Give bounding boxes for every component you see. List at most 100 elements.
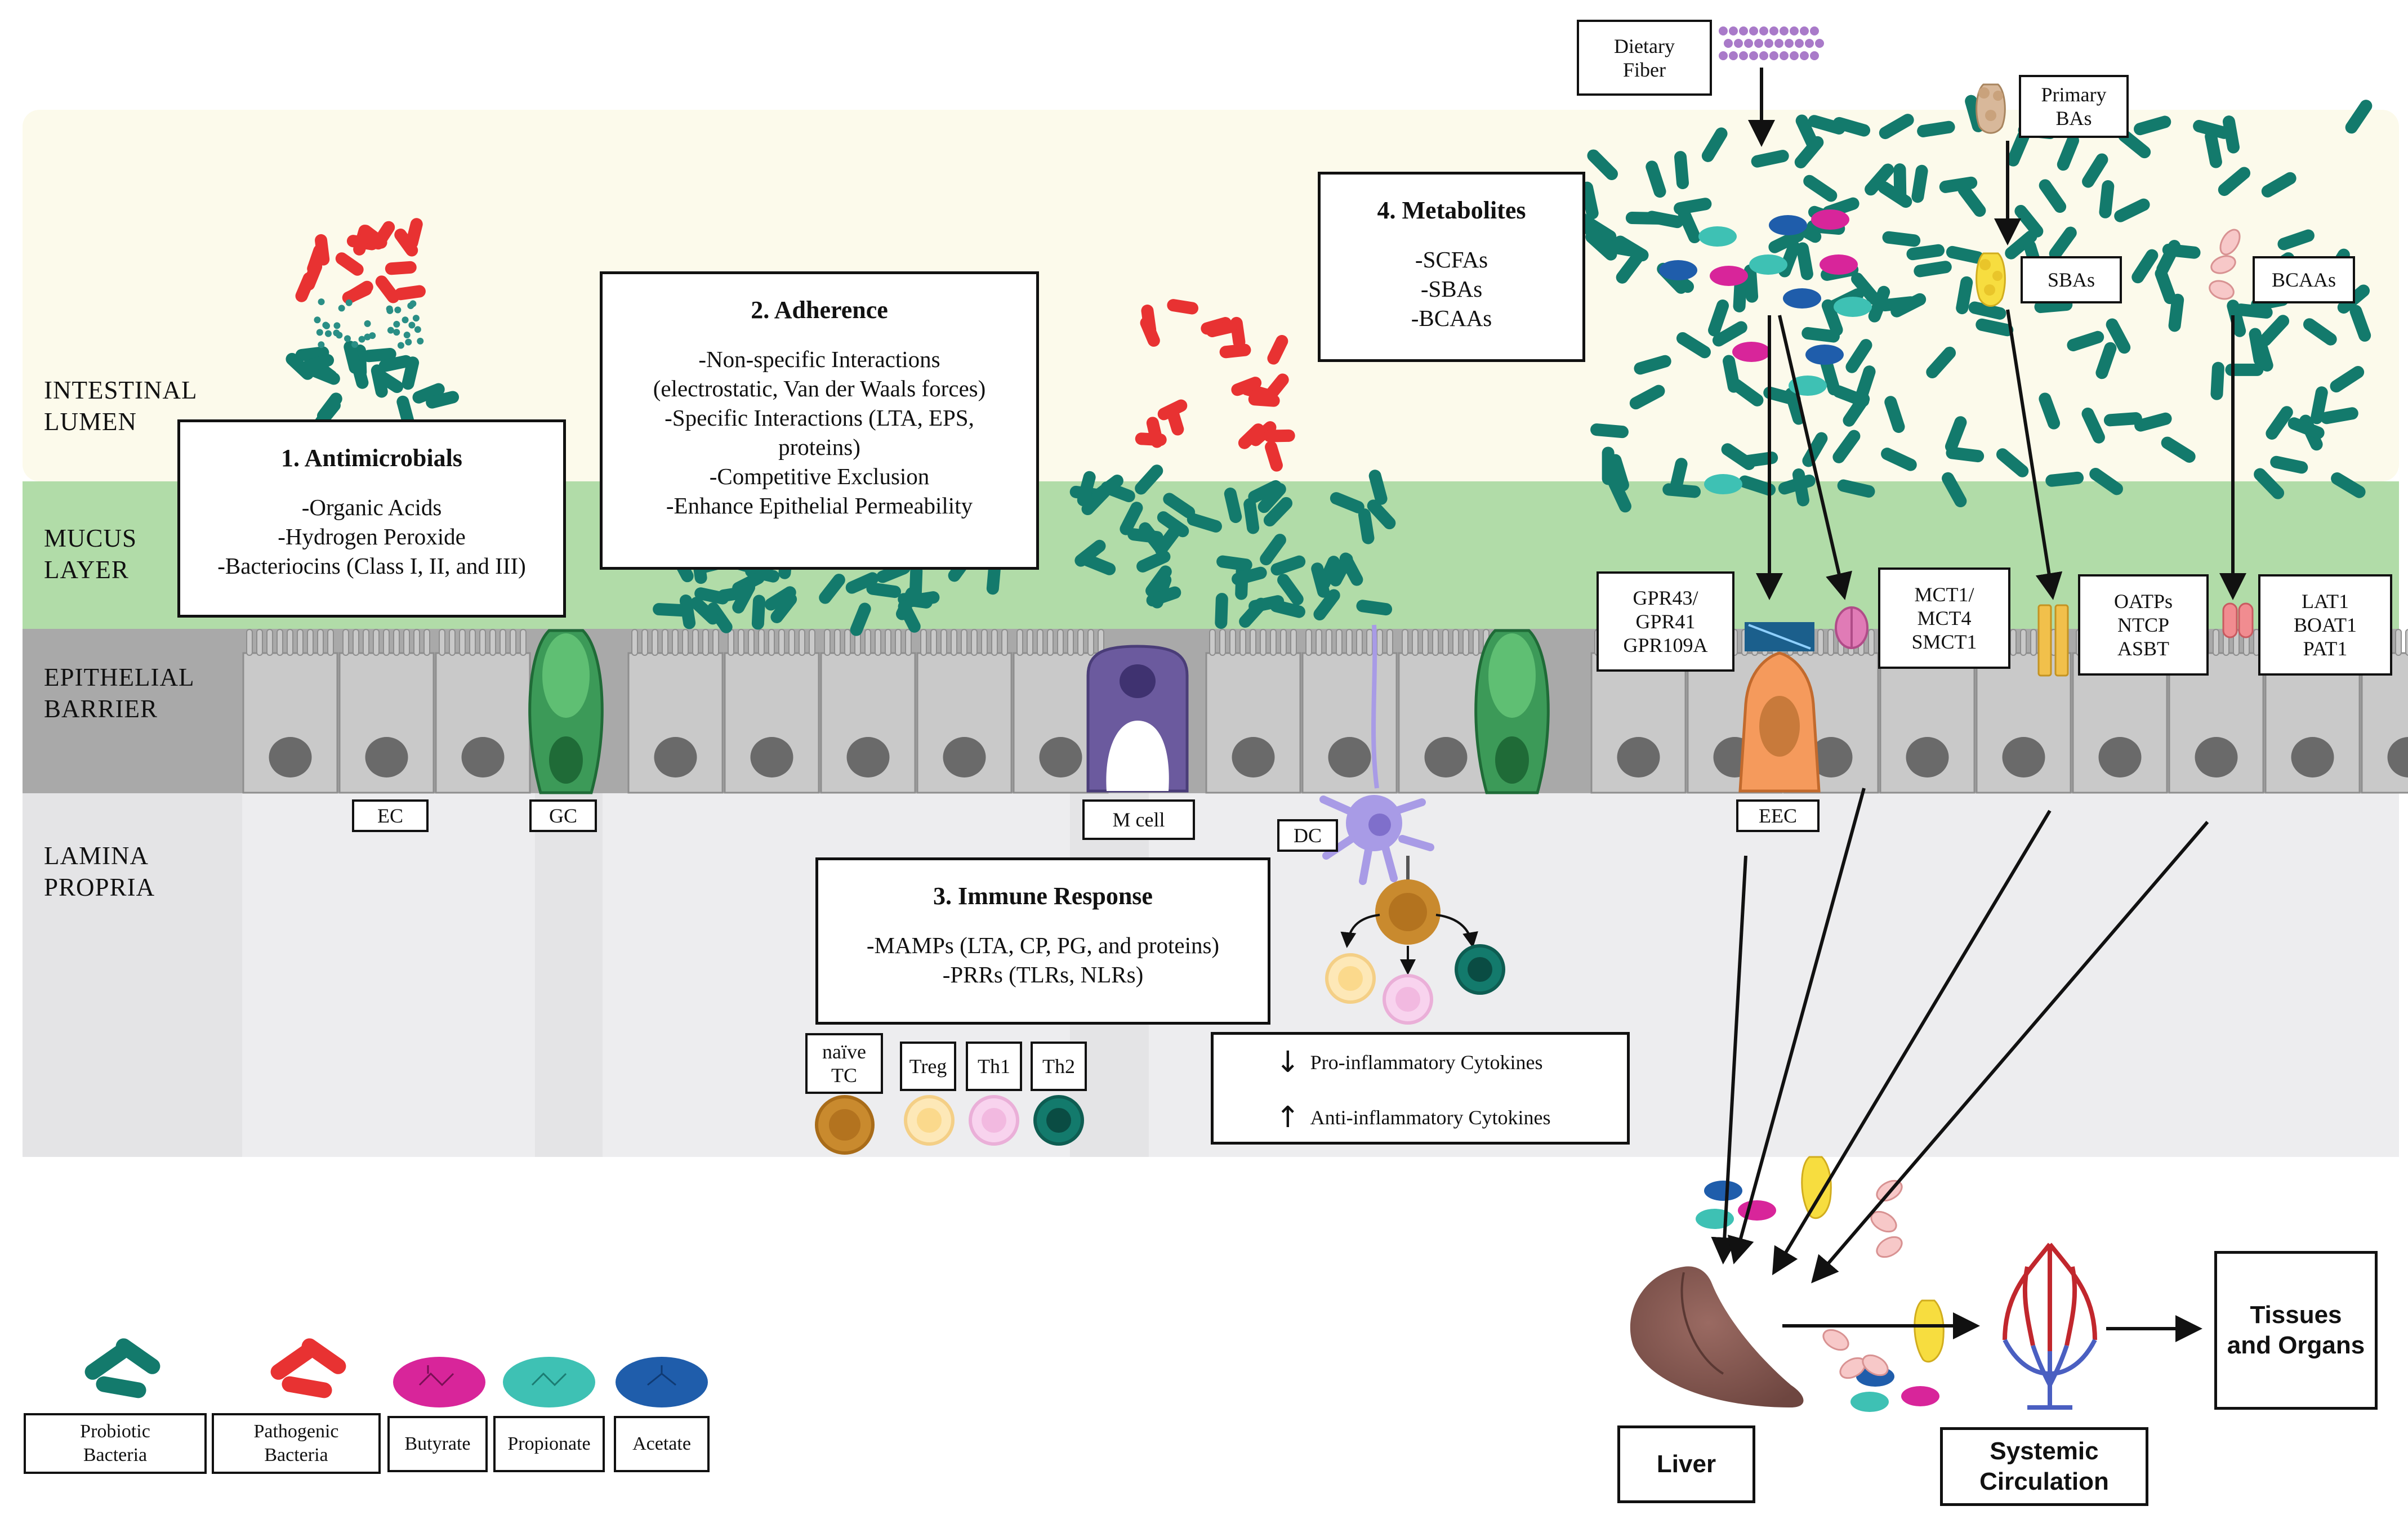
probiotic-bacterium — [2049, 226, 2077, 260]
antimicrobial-dot — [324, 330, 332, 337]
probiotic-bacterium — [845, 572, 879, 594]
antimicrobial-dot — [351, 341, 359, 348]
microvillus — [662, 629, 668, 656]
probiotic-bacterium — [1313, 589, 1340, 621]
label-text: BOAT1 — [2293, 614, 2357, 636]
probiotic-bacterium — [2303, 318, 2337, 346]
antimicrobial-dot — [369, 332, 376, 339]
probiotic-bacterium — [1808, 115, 1845, 135]
microvillus — [1239, 629, 1246, 656]
fiber-dot — [1774, 39, 1783, 48]
probiotic-bacterium — [286, 352, 314, 380]
scfa-particle — [1659, 260, 1697, 280]
scfa-particle — [1769, 215, 1807, 235]
probiotic-bacterium — [866, 582, 902, 598]
box-item: -Specific Interactions (LTA, EPS, — [665, 405, 974, 431]
probiotic-bacterium — [1216, 555, 1252, 571]
zone-label-line: LUMEN — [44, 408, 137, 436]
probiotic-bacterium — [1187, 513, 1222, 533]
antimicrobial-dot — [417, 337, 424, 345]
probiotic-bacterium — [1832, 117, 1871, 137]
label-text: Circulation — [1979, 1468, 2109, 1495]
probiotic-bacterium — [2099, 180, 2115, 218]
activated-t-cell — [1375, 856, 1441, 945]
probiotic-bacterium — [2057, 134, 2080, 171]
microvillus — [373, 629, 380, 656]
microvillus — [748, 629, 755, 656]
microvillus — [1087, 629, 1094, 656]
probiotic-bacterium — [1882, 231, 1921, 247]
probiotic-bacterium — [1926, 346, 1956, 378]
bcaa-icon — [2209, 229, 2241, 300]
microvillus — [2213, 629, 2219, 656]
t-cell-circles — [815, 944, 1505, 1155]
legend-pathogenic: Pathogenic Bacteria — [212, 1413, 381, 1474]
epithelial-cells — [242, 629, 2408, 794]
cell-nucleus — [1906, 737, 1949, 777]
microvillus — [981, 629, 988, 656]
lamina-shade-left — [23, 793, 242, 1157]
probiotic-bacterium — [2227, 300, 2246, 337]
microvillus — [824, 629, 831, 656]
microvillus — [1817, 629, 1824, 656]
probiotic-bacterium — [1367, 499, 1396, 530]
probiotic-bacterium — [2067, 330, 2104, 351]
probiotic-bacterium — [690, 597, 719, 625]
probiotic-bacterium — [1878, 181, 1912, 208]
probiotic-bacterium — [2006, 130, 2030, 167]
probiotic-bacterium — [2103, 412, 2142, 427]
fiber-dot — [1810, 51, 1819, 60]
probiotic-bacterium — [1730, 378, 1764, 406]
probiotic-bacterium — [2287, 417, 2325, 439]
fiber-dot — [1815, 39, 1824, 48]
label-text: OATPs — [2113, 590, 2173, 613]
probiotic-bacterium — [1939, 176, 1978, 193]
cell-nucleus — [1617, 737, 1660, 777]
scfa-particle — [1710, 266, 1748, 286]
label-text: BAs — [2055, 107, 2092, 129]
legend-text: Bacteria — [264, 1445, 328, 1465]
microvillus — [256, 629, 263, 656]
microvillus — [1260, 629, 1267, 656]
legend-text: Probiotic — [80, 1421, 150, 1442]
probiotic-bacterium — [1270, 555, 1306, 576]
microvillus — [287, 629, 293, 656]
label-sbas: SBAs — [2021, 256, 2122, 303]
label-text: TC — [831, 1064, 857, 1087]
probiotic-bacterium — [707, 602, 733, 633]
microvillus — [327, 629, 334, 656]
fiber-dot — [1719, 26, 1728, 35]
fiber-dot — [1739, 26, 1748, 35]
legend-probiotic-icon — [84, 1338, 160, 1398]
box-item: -BCAAs — [1411, 305, 1492, 331]
probiotic-bacterium — [1077, 471, 1096, 507]
cell-nucleus — [2195, 737, 2238, 777]
microvillus — [1250, 629, 1256, 656]
legend-text: Acetate — [632, 1433, 691, 1454]
probiotic-bacterium — [2014, 204, 2044, 238]
probiotic-bacterium — [1257, 482, 1286, 513]
microvillus — [1422, 629, 1429, 656]
label-text: Systemic — [1990, 1437, 2099, 1465]
label-text: Th2 — [1042, 1055, 1075, 1078]
probiotic-bacterium — [2081, 408, 2105, 444]
probiotic-bacterium — [2082, 153, 2108, 188]
box-title: 4. Metabolites — [1377, 196, 1526, 224]
label-text: Th1 — [978, 1055, 1010, 1078]
pathogenic-bacterium — [1267, 334, 1288, 365]
fiber-dot — [1764, 39, 1773, 48]
microvillus — [1057, 629, 1064, 656]
microvillus — [844, 629, 851, 656]
probiotic-bacterium — [2345, 100, 2373, 134]
probiotic-bacterium — [1074, 539, 1106, 567]
box-item: -PRRs (TLRs, NLRs) — [942, 962, 1144, 987]
adherence-box: 2. Adherence -Non-specific Interactions … — [600, 271, 1039, 570]
probiotic-bacterium — [2045, 471, 2084, 487]
microvillus — [930, 629, 937, 656]
label-oatp-transporters: OATPs NTCP ASBT — [2078, 574, 2209, 676]
fiber-dot — [1754, 39, 1763, 48]
probiotic-bacterium — [1957, 184, 1986, 217]
microvillus — [951, 629, 957, 656]
antimicrobial-dot — [336, 332, 343, 339]
